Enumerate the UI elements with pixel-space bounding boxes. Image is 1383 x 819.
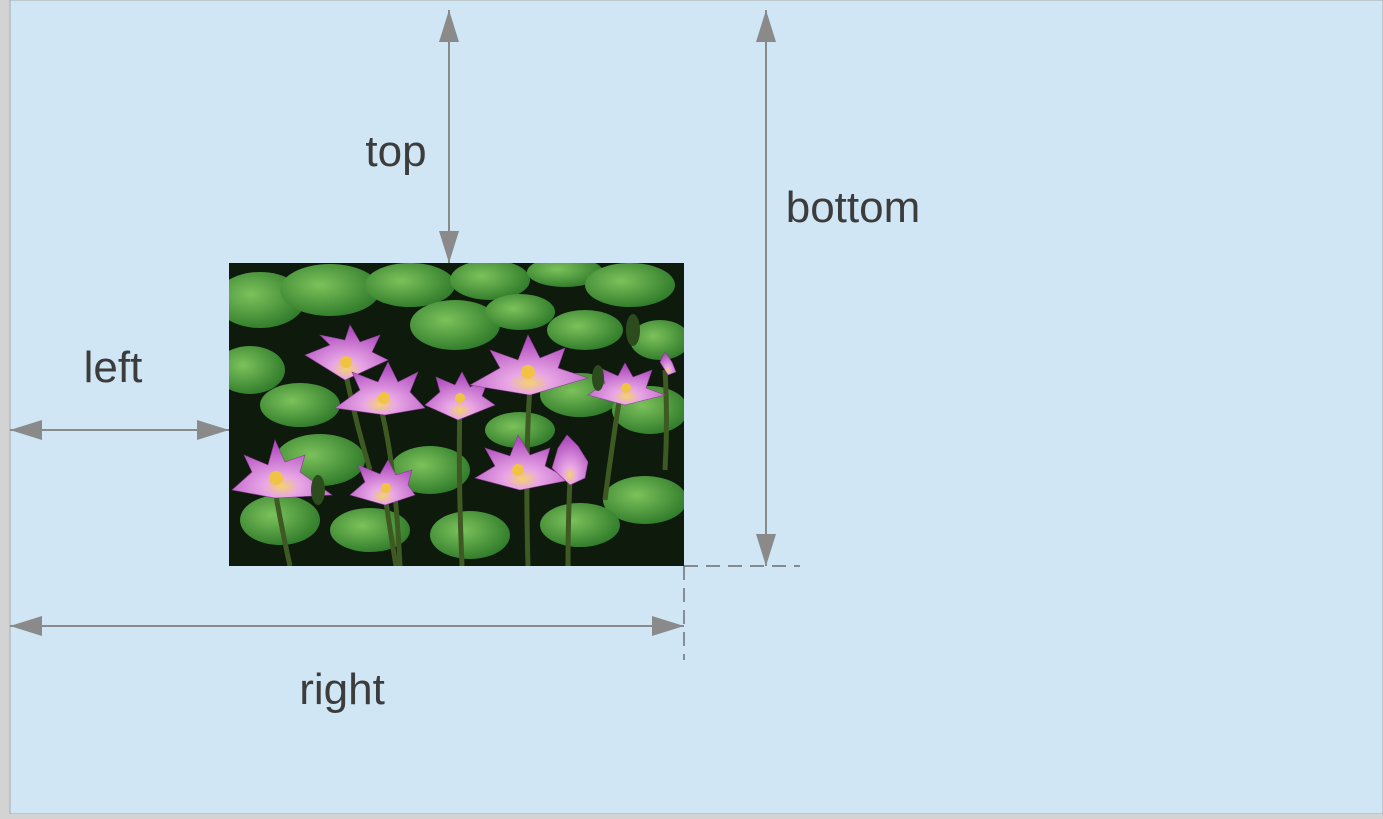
left-label: left [84,343,143,392]
container-area [9,0,1383,815]
bottom-label: bottom [786,183,921,232]
right-label: right [299,665,385,714]
water-lily-photo [229,263,684,566]
top-label: top [365,127,426,176]
